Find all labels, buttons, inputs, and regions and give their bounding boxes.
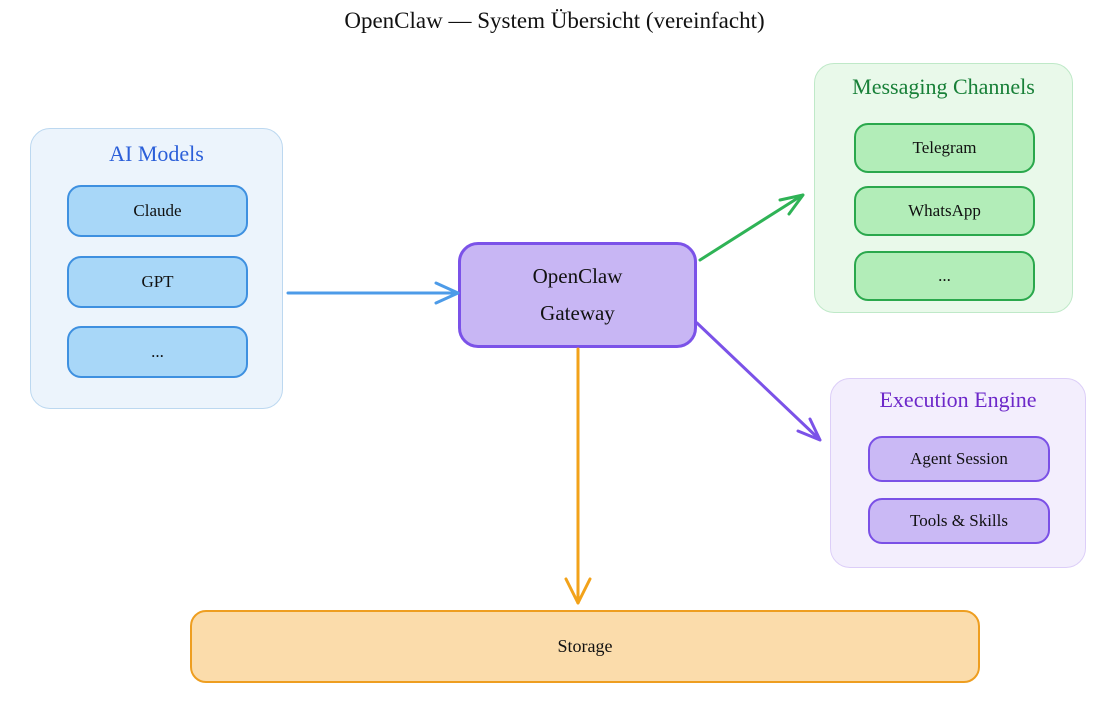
node-ai-models-more: ... [67,326,248,378]
node-agent-session: Agent Session [868,436,1050,482]
group-ai-models-title: AI Models [109,141,204,166]
node-openclaw-gateway: OpenClaw Gateway [458,242,697,348]
node-messaging-more: ... [854,251,1035,301]
node-storage: Storage [190,610,980,683]
arrow-gateway-to-execution [695,321,822,442]
arrow-ai-models-to-gateway [286,281,460,305]
group-messaging-channels: Messaging Channels Telegram WhatsApp ... [814,63,1073,313]
node-tools-skills: Tools & Skills [868,498,1050,544]
group-ai-models: AI Models Claude GPT ... [30,128,283,409]
node-gpt: GPT [67,256,248,308]
arrow-gateway-to-storage [564,347,592,605]
node-claude: Claude [67,185,248,237]
node-whatsapp: WhatsApp [854,186,1035,236]
diagram-title: OpenClaw — System Übersicht (vereinfacht… [344,8,765,33]
group-messaging-channels-title: Messaging Channels [852,74,1035,99]
arrow-gateway-to-messaging [698,193,805,262]
group-execution-engine: Execution Engine Agent Session Tools & S… [830,378,1086,568]
node-telegram: Telegram [854,123,1035,173]
group-execution-engine-title: Execution Engine [879,387,1037,412]
